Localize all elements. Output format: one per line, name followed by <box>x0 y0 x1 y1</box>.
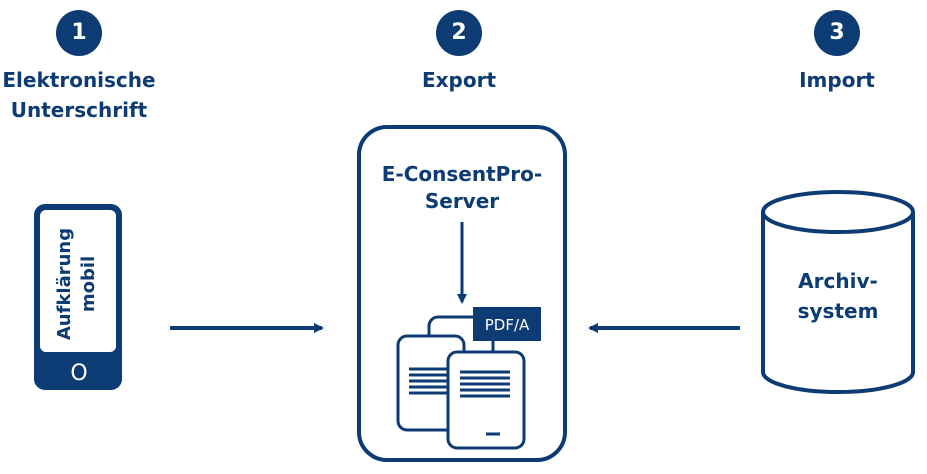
server-label-line1: E-ConsentPro- <box>382 162 542 186</box>
document-stack-icon: PDF/A <box>396 307 541 450</box>
step-1: 1 Elektronische Unterschrift <box>0 10 158 125</box>
device-home-button: O <box>70 361 87 386</box>
step-1-number-badge: 1 <box>56 10 102 56</box>
pdfa-badge: PDF/A <box>485 316 530 334</box>
step-3-label: Import <box>799 68 875 92</box>
device-label-line2: mobil <box>78 256 99 312</box>
database-cylinder-icon: Archiv- system <box>761 190 915 394</box>
step-2-label: Export <box>421 68 497 92</box>
step-3: 3 Import <box>778 10 896 95</box>
step-2-number-badge: 2 <box>436 10 482 56</box>
step-1-label: Elektronische Unterschrift <box>2 68 156 122</box>
device-label-line1: Aufklärung <box>54 228 75 340</box>
archive-label-line2: system <box>798 299 879 323</box>
step-2: 2 Export <box>395 10 523 95</box>
server-label-line2: Server <box>425 189 499 213</box>
mobile-device-icon: Aufklärung mobil O <box>34 204 122 390</box>
archive-label-line1: Archiv- <box>798 269 878 293</box>
step-3-number-badge: 3 <box>814 10 860 56</box>
